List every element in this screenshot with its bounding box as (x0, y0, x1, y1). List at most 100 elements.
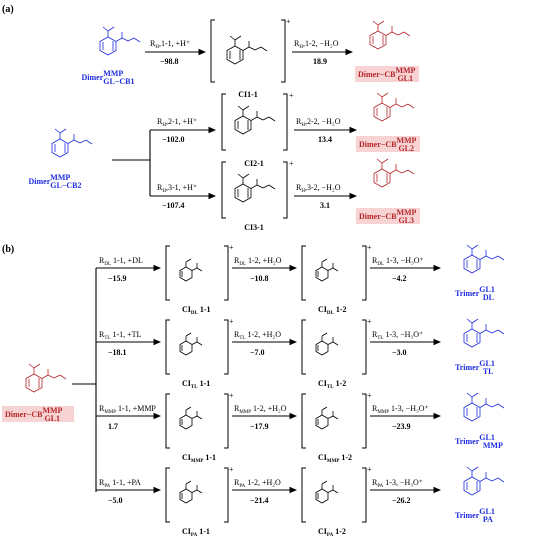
bracket-left-ci-tl-1-1 (165, 319, 170, 375)
energy-r-tl-1-1: −18.1 (108, 348, 127, 357)
dimer-cb-gl3-structure (373, 158, 415, 188)
plus-sign: + (229, 243, 234, 252)
trimer-mmp-structure (463, 392, 505, 422)
ci-mmp-1-2-label: CIMMP 1-2 (318, 453, 352, 464)
energy-r-mmp-1-1: 1.7 (108, 422, 118, 431)
ci-tl-1-1-structure (179, 332, 203, 356)
bracket-left-ci-dl-1-1 (165, 245, 170, 301)
energy-r-dl-1-3: −4.2 (392, 274, 407, 283)
plus-sign: + (367, 317, 372, 326)
label-r-tl-1-1: RTL 1-1, +TL (99, 330, 142, 341)
bracket-left-ci-mmp-1-1 (165, 393, 170, 449)
plus-sign: + (229, 465, 234, 474)
label-r-mmp-1-3: RMMP 1-3, −H₃O⁺ (372, 404, 429, 415)
bracket-left-ci-dl-1-2 (301, 245, 306, 301)
panel-b-rows: RDL 1-1, +DL −15.9 + CIDL 1-1 RDL 1-2, +H₂O −… (96, 243, 505, 538)
ci1-1-label: CI1-1 (238, 90, 258, 99)
ci2-1-structure (234, 105, 276, 135)
energy-rh-2-2: 13.4 (318, 135, 332, 144)
ci-mmp-1-2-structure (315, 406, 339, 430)
panel-a-label: (a) (2, 4, 14, 15)
bracket-left-ci2-1 (221, 93, 226, 151)
highlight-reactant (2, 406, 74, 422)
bracket-right-ci3-1 (283, 161, 288, 219)
label-r-mmp-1-1: RMMP 1-1, +MMP (99, 404, 156, 415)
label-r-tl-1-2: RTL 1-2, +H₂O (234, 330, 281, 341)
label-r-dl-1-2: RDL 1-2, +H₂O (234, 256, 282, 267)
label-r-dl-1-3: RDL 1-3, −H₃O⁺ (372, 256, 424, 267)
dimer-gl-cb1-structure (99, 26, 141, 56)
trimer-tl-structure (463, 318, 505, 348)
bracket-right-ci-tl-1-1 (224, 319, 229, 375)
trimer-pa-structure (463, 466, 505, 496)
energy-rh-3-2: 3.1 (320, 201, 330, 210)
bracket-left-ci-mmp-1-2 (301, 393, 306, 449)
ci-pa-1-1-structure (179, 480, 203, 504)
bracket-right-ci-pa-1-1 (224, 467, 229, 523)
plus-sign: + (289, 159, 294, 168)
ci-tl-1-2-structure (315, 332, 339, 356)
bracket-left-ci-pa-1-1 (165, 467, 170, 523)
dimer-cb-gl1-reactant-structure (25, 363, 67, 393)
energy-r-dl-1-1: −15.9 (108, 274, 127, 283)
energy-r-mmp-1-2: −17.9 (250, 422, 269, 431)
ci-pa-1-1-label: CIPA 1-1 (182, 527, 210, 538)
plus-sign: + (229, 317, 234, 326)
bracket-left-ci-pa-1-2 (301, 467, 306, 523)
energy-r-tl-1-2: −7.0 (250, 348, 265, 357)
highlight-dimer-cb-gl3 (356, 208, 420, 224)
plus-sign: + (367, 391, 372, 400)
label-r-pa-1-1: RPA 1-1, +PA (99, 478, 141, 489)
energy-r-pa-1-3: −26.2 (392, 496, 411, 505)
label-r-dl-1-1: RDL 1-1, +DL (99, 256, 143, 267)
energy-rh-1-2: 18.9 (313, 57, 327, 66)
label-r-mmp-1-2: RMMP 1-2, +H₂O (234, 404, 287, 415)
label-r-pa-1-3: RPA 1-3, −H₃O⁺ (372, 478, 423, 489)
ci-dl-1-1-label: CIDL 1-1 (182, 305, 211, 316)
label-rh-1-1: RH,1-1, +H⁺ (150, 39, 190, 50)
panel-b-label: (b) (2, 244, 14, 255)
energy-r-pa-1-2: −21.4 (250, 496, 269, 505)
bracket-right-ci-dl-1-1 (224, 245, 229, 301)
trimer-dl-structure (463, 244, 505, 274)
bracket-left-ci3-1 (221, 161, 226, 219)
energy-r-tl-1-3: −3.0 (392, 348, 407, 357)
bracket-right-ci-dl-1-2 (362, 245, 367, 301)
energy-r-pa-1-1: −5.0 (108, 496, 123, 505)
ci-mmp-1-1-structure (179, 406, 203, 430)
highlight-dimer-cb-gl2 (356, 136, 420, 152)
dimer-cb-gl1-structure (369, 20, 411, 50)
energy-rh-1-1: −98.8 (160, 57, 179, 66)
bracket-right-ci-mmp-1-2 (362, 393, 367, 449)
plus-sign: + (229, 391, 234, 400)
ci3-1-structure (234, 173, 276, 203)
energy-r-dl-1-2: −10.8 (250, 274, 269, 283)
bracket-right-ci-tl-1-2 (362, 319, 367, 375)
label-r-pa-1-2: RPA 1-2, +H₂O (234, 478, 281, 489)
energy-rh-3-1: −107.4 (162, 201, 185, 210)
ci-pa-1-2-structure (315, 480, 339, 504)
bracket-left-ci-tl-1-2 (301, 319, 306, 375)
label-rh-2-1: RH,2-1, +H⁺ (157, 117, 197, 128)
label-rh-1-2: RH,1-2, −H₂O (294, 39, 339, 50)
bracket-right-ci2-1 (283, 93, 288, 151)
plus-sign: + (289, 91, 294, 100)
plus-sign: + (286, 17, 291, 26)
ci2-1-label: CI2-1 (244, 159, 264, 168)
label-rh-2-2: RH,2-2, −H₂O (296, 117, 341, 128)
plus-sign: + (367, 243, 372, 252)
ci-pa-1-2-label: CIPA 1-2 (318, 527, 346, 538)
ci3-1-label: CI3-1 (244, 223, 264, 232)
ci-mmp-1-1-label: CIMMP 1-1 (182, 453, 216, 464)
